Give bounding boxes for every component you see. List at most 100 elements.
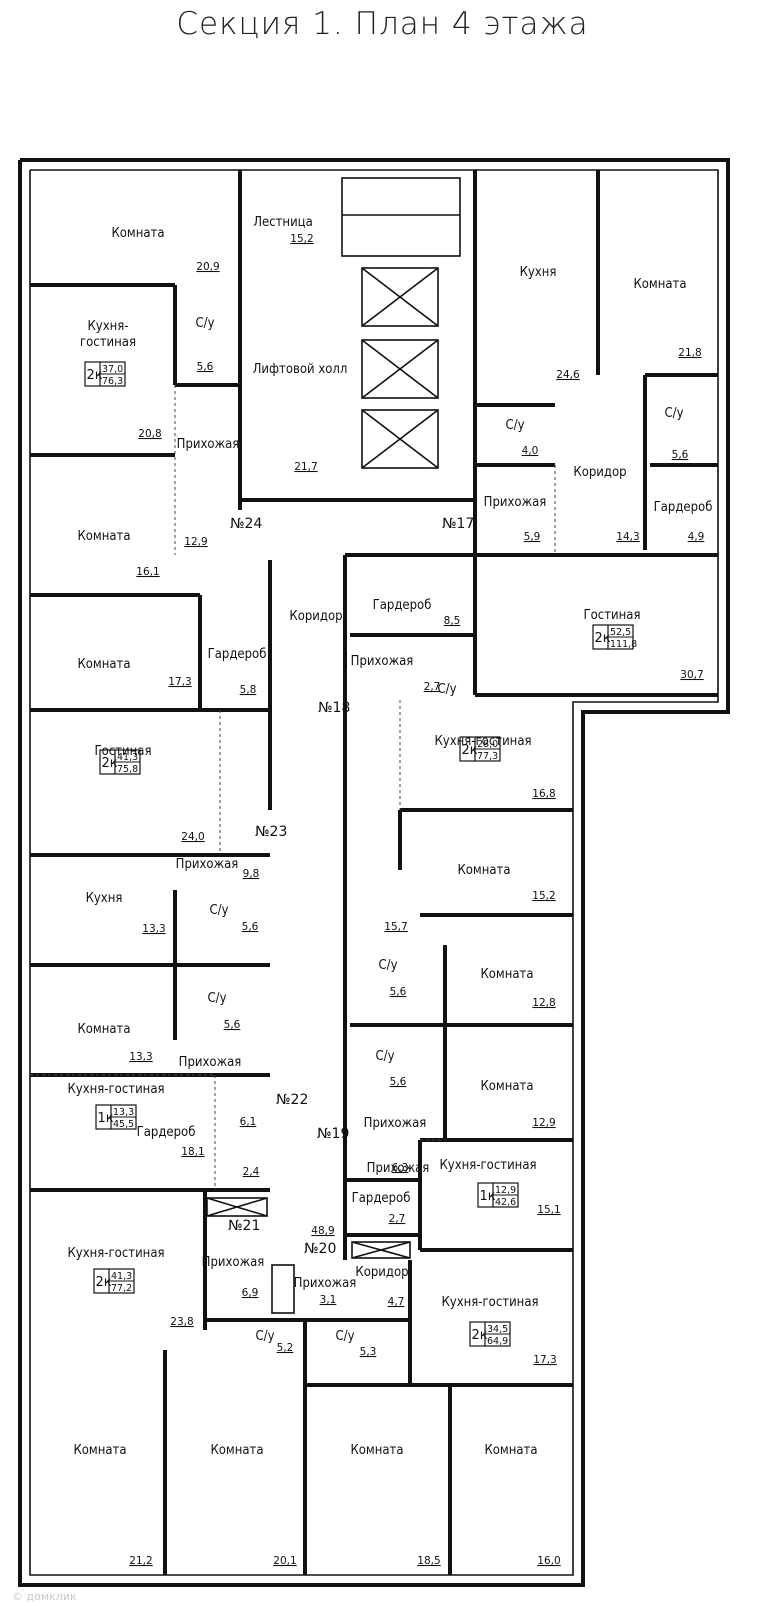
room-name: Комната xyxy=(111,226,164,241)
room-area: 5,6 xyxy=(672,449,689,461)
apartment-living-area: 37,0 xyxy=(102,364,123,375)
room-area: 23,8 xyxy=(170,1316,193,1328)
room-name: Гардероб xyxy=(137,1125,196,1140)
room-name: Комната xyxy=(77,657,130,672)
apartment-living-area: 34,5 xyxy=(487,1324,508,1335)
room-area: 5,9 xyxy=(524,531,541,543)
room-area: 2,4 xyxy=(243,1166,260,1178)
room-area: 5,8 xyxy=(240,684,257,696)
room-name: Прихожая xyxy=(179,1055,242,1070)
room-name: Прихожая xyxy=(364,1116,427,1131)
room-name: Кухня xyxy=(86,891,123,906)
room-area: 3,1 xyxy=(320,1294,337,1306)
apartment-number: №19 xyxy=(317,1126,349,1142)
room-name: Прихожая xyxy=(202,1255,265,1270)
room-area: 5,6 xyxy=(197,361,214,373)
room-name: Кухня xyxy=(520,265,557,280)
apartment-total-area: 64,9 xyxy=(487,1336,508,1347)
apartment-total-area: 77,3 xyxy=(477,751,498,762)
room-area: 5,6 xyxy=(242,921,259,933)
room-area: 21,2 xyxy=(129,1555,152,1567)
zone-separators xyxy=(30,385,556,1190)
apartment-total-area: 75,8 xyxy=(117,764,138,775)
room-area: 4,7 xyxy=(388,1296,405,1308)
room-area: 4,0 xyxy=(522,445,539,457)
apartment-total-area: 45,5 xyxy=(113,1119,134,1130)
room-name: Прихожая xyxy=(177,437,240,452)
room-name: гостиная xyxy=(80,335,136,350)
apartment-living-area: 41,3 xyxy=(111,1271,132,1282)
room-name: С/у xyxy=(195,316,214,331)
room-name: Прихожая xyxy=(176,857,239,872)
apartment-rooms: 2к xyxy=(102,756,118,771)
room-name: Лифтовой холл xyxy=(253,362,348,377)
room-name: Лестница xyxy=(253,215,313,230)
room-area: 20,8 xyxy=(138,428,161,440)
room-area: 12,8 xyxy=(532,997,555,1009)
apartment-rooms: 2к xyxy=(472,1328,488,1343)
room-name: Комната xyxy=(350,1443,403,1458)
apartment-number: №17 xyxy=(442,516,474,532)
apartment-number: №24 xyxy=(230,516,262,532)
page-title: Секция 1. План 4 этажа xyxy=(176,6,589,42)
room-area: 20,1 xyxy=(273,1555,296,1567)
room-area: 2,7 xyxy=(424,681,441,693)
room-name: Комната xyxy=(633,277,686,292)
room-area: 21,8 xyxy=(678,347,701,359)
room-area: 15,2 xyxy=(290,233,313,245)
room-name: С/у xyxy=(437,682,456,697)
apartment-number: №23 xyxy=(255,824,287,840)
stair-lift-core xyxy=(206,177,461,1314)
room-name: Прихожая xyxy=(351,654,414,669)
room-name: Прихожая xyxy=(294,1276,357,1291)
room-area: 18,1 xyxy=(181,1146,204,1158)
watermark: © домклик xyxy=(12,1590,77,1603)
room-area: 8,5 xyxy=(444,615,461,627)
room-name: Комната xyxy=(73,1443,126,1458)
room-area: 5,6 xyxy=(390,1076,407,1088)
room-name: Кухня-гостиная xyxy=(441,1295,538,1310)
room-area: 30,7 xyxy=(680,669,703,681)
room-name: Кухня-гостиная xyxy=(67,1082,164,1097)
room-name: С/у xyxy=(255,1329,274,1344)
room-area: 21,7 xyxy=(294,461,317,473)
room-area: 16,8 xyxy=(532,788,555,800)
interior-walls xyxy=(30,170,718,1575)
apartment-living-area: 28,0 xyxy=(477,739,498,750)
room-name: С/у xyxy=(378,958,397,973)
room-area: 2,7 xyxy=(389,1213,406,1225)
apartment-living-area: 41,3 xyxy=(117,752,138,763)
room-area: 15,1 xyxy=(537,1204,560,1216)
apartment-rooms: 1к xyxy=(98,1111,114,1126)
room-area: 12,9 xyxy=(532,1117,555,1129)
exterior-walls xyxy=(18,158,730,1587)
room-area: 13,3 xyxy=(142,923,165,935)
room-labels: Комната20,9Кухня-гостиная20,8С/у5,6Прихо… xyxy=(67,215,712,1567)
apartment-living-area: 52,5 xyxy=(610,627,631,638)
room-name: Прихожая xyxy=(367,1161,430,1176)
room-name: С/у xyxy=(335,1329,354,1344)
room-name: С/у xyxy=(207,991,226,1006)
apartment-total-area: 76,3 xyxy=(102,376,123,387)
room-name: Гардероб xyxy=(373,598,432,613)
room-name: Комната xyxy=(77,1022,130,1037)
room-name: Кухня-гостиная xyxy=(439,1158,536,1173)
room-area: 24,0 xyxy=(181,831,204,843)
room-name: С/у xyxy=(209,903,228,918)
room-area: 5,6 xyxy=(224,1019,241,1031)
room-area: 6,1 xyxy=(240,1116,257,1128)
apartment-rooms: 2к xyxy=(595,631,611,646)
apartment-total-area: 77,2 xyxy=(111,1283,132,1294)
room-name: Гардероб xyxy=(352,1191,411,1206)
room-name: Комната xyxy=(480,967,533,982)
room-area: 20,9 xyxy=(196,261,219,273)
room-name: Гардероб xyxy=(654,500,713,515)
room-area: 48,9 xyxy=(311,1225,334,1237)
room-name: Гардероб xyxy=(208,647,267,662)
